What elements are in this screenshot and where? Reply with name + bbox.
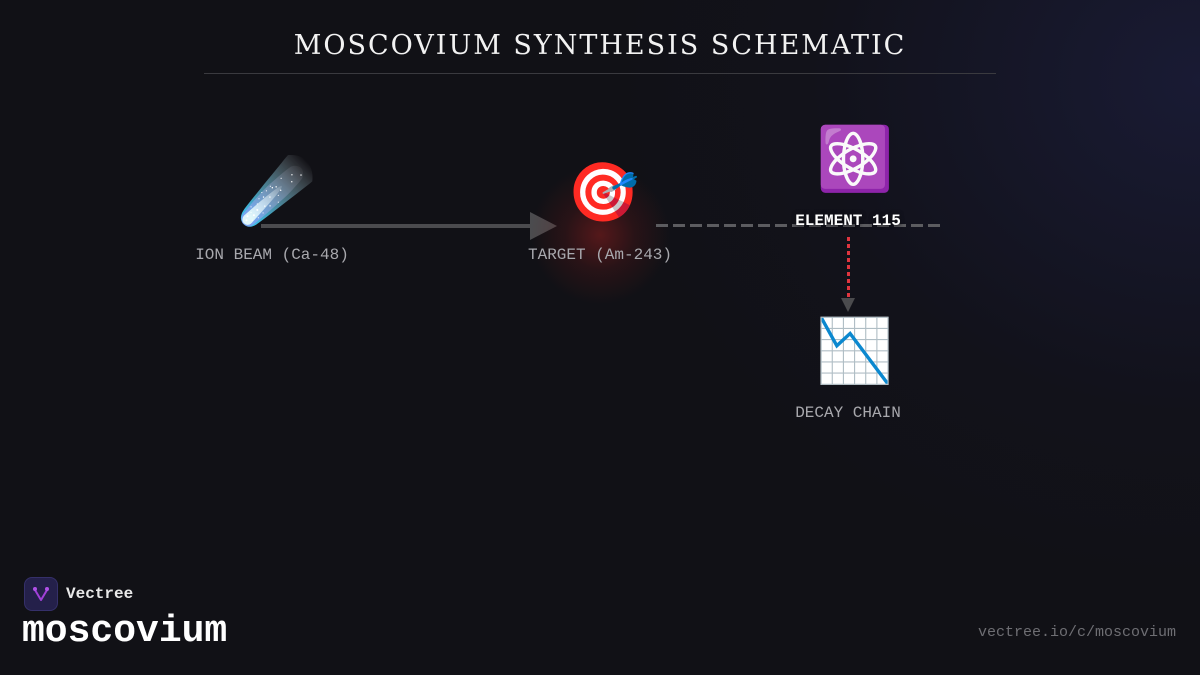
diagram-title: MOSCOVIUM SYNTHESIS SCHEMATIC bbox=[293, 30, 907, 61]
target-label: TARGET (Am-243) bbox=[527, 246, 673, 264]
vectree-logo-icon bbox=[24, 577, 58, 611]
target-glow bbox=[530, 165, 670, 305]
chart-decreasing-icon: 📉 bbox=[816, 314, 894, 387]
element-115-label: ELEMENT 115 bbox=[795, 212, 901, 230]
title-divider bbox=[204, 73, 996, 74]
decay-arrow-head bbox=[841, 298, 855, 312]
brand: Vectree bbox=[24, 577, 133, 611]
comet-icon: ☄️ bbox=[238, 154, 316, 227]
brand-name: Vectree bbox=[66, 585, 134, 603]
beam-arrow-line bbox=[261, 224, 531, 228]
fusion-dashed-line bbox=[656, 224, 940, 227]
decay-chain-label: DECAY CHAIN bbox=[795, 404, 901, 422]
decay-dotted-line bbox=[847, 237, 850, 297]
ion-beam-label: ION BEAM (Ca-48) bbox=[195, 246, 349, 264]
atom-symbol-icon: ⚛️ bbox=[816, 122, 894, 195]
direct-hit-target-icon: 🎯 bbox=[567, 158, 640, 226]
page-name: moscovium bbox=[22, 610, 228, 653]
page-url: vectree.io/c/moscovium bbox=[977, 624, 1176, 641]
